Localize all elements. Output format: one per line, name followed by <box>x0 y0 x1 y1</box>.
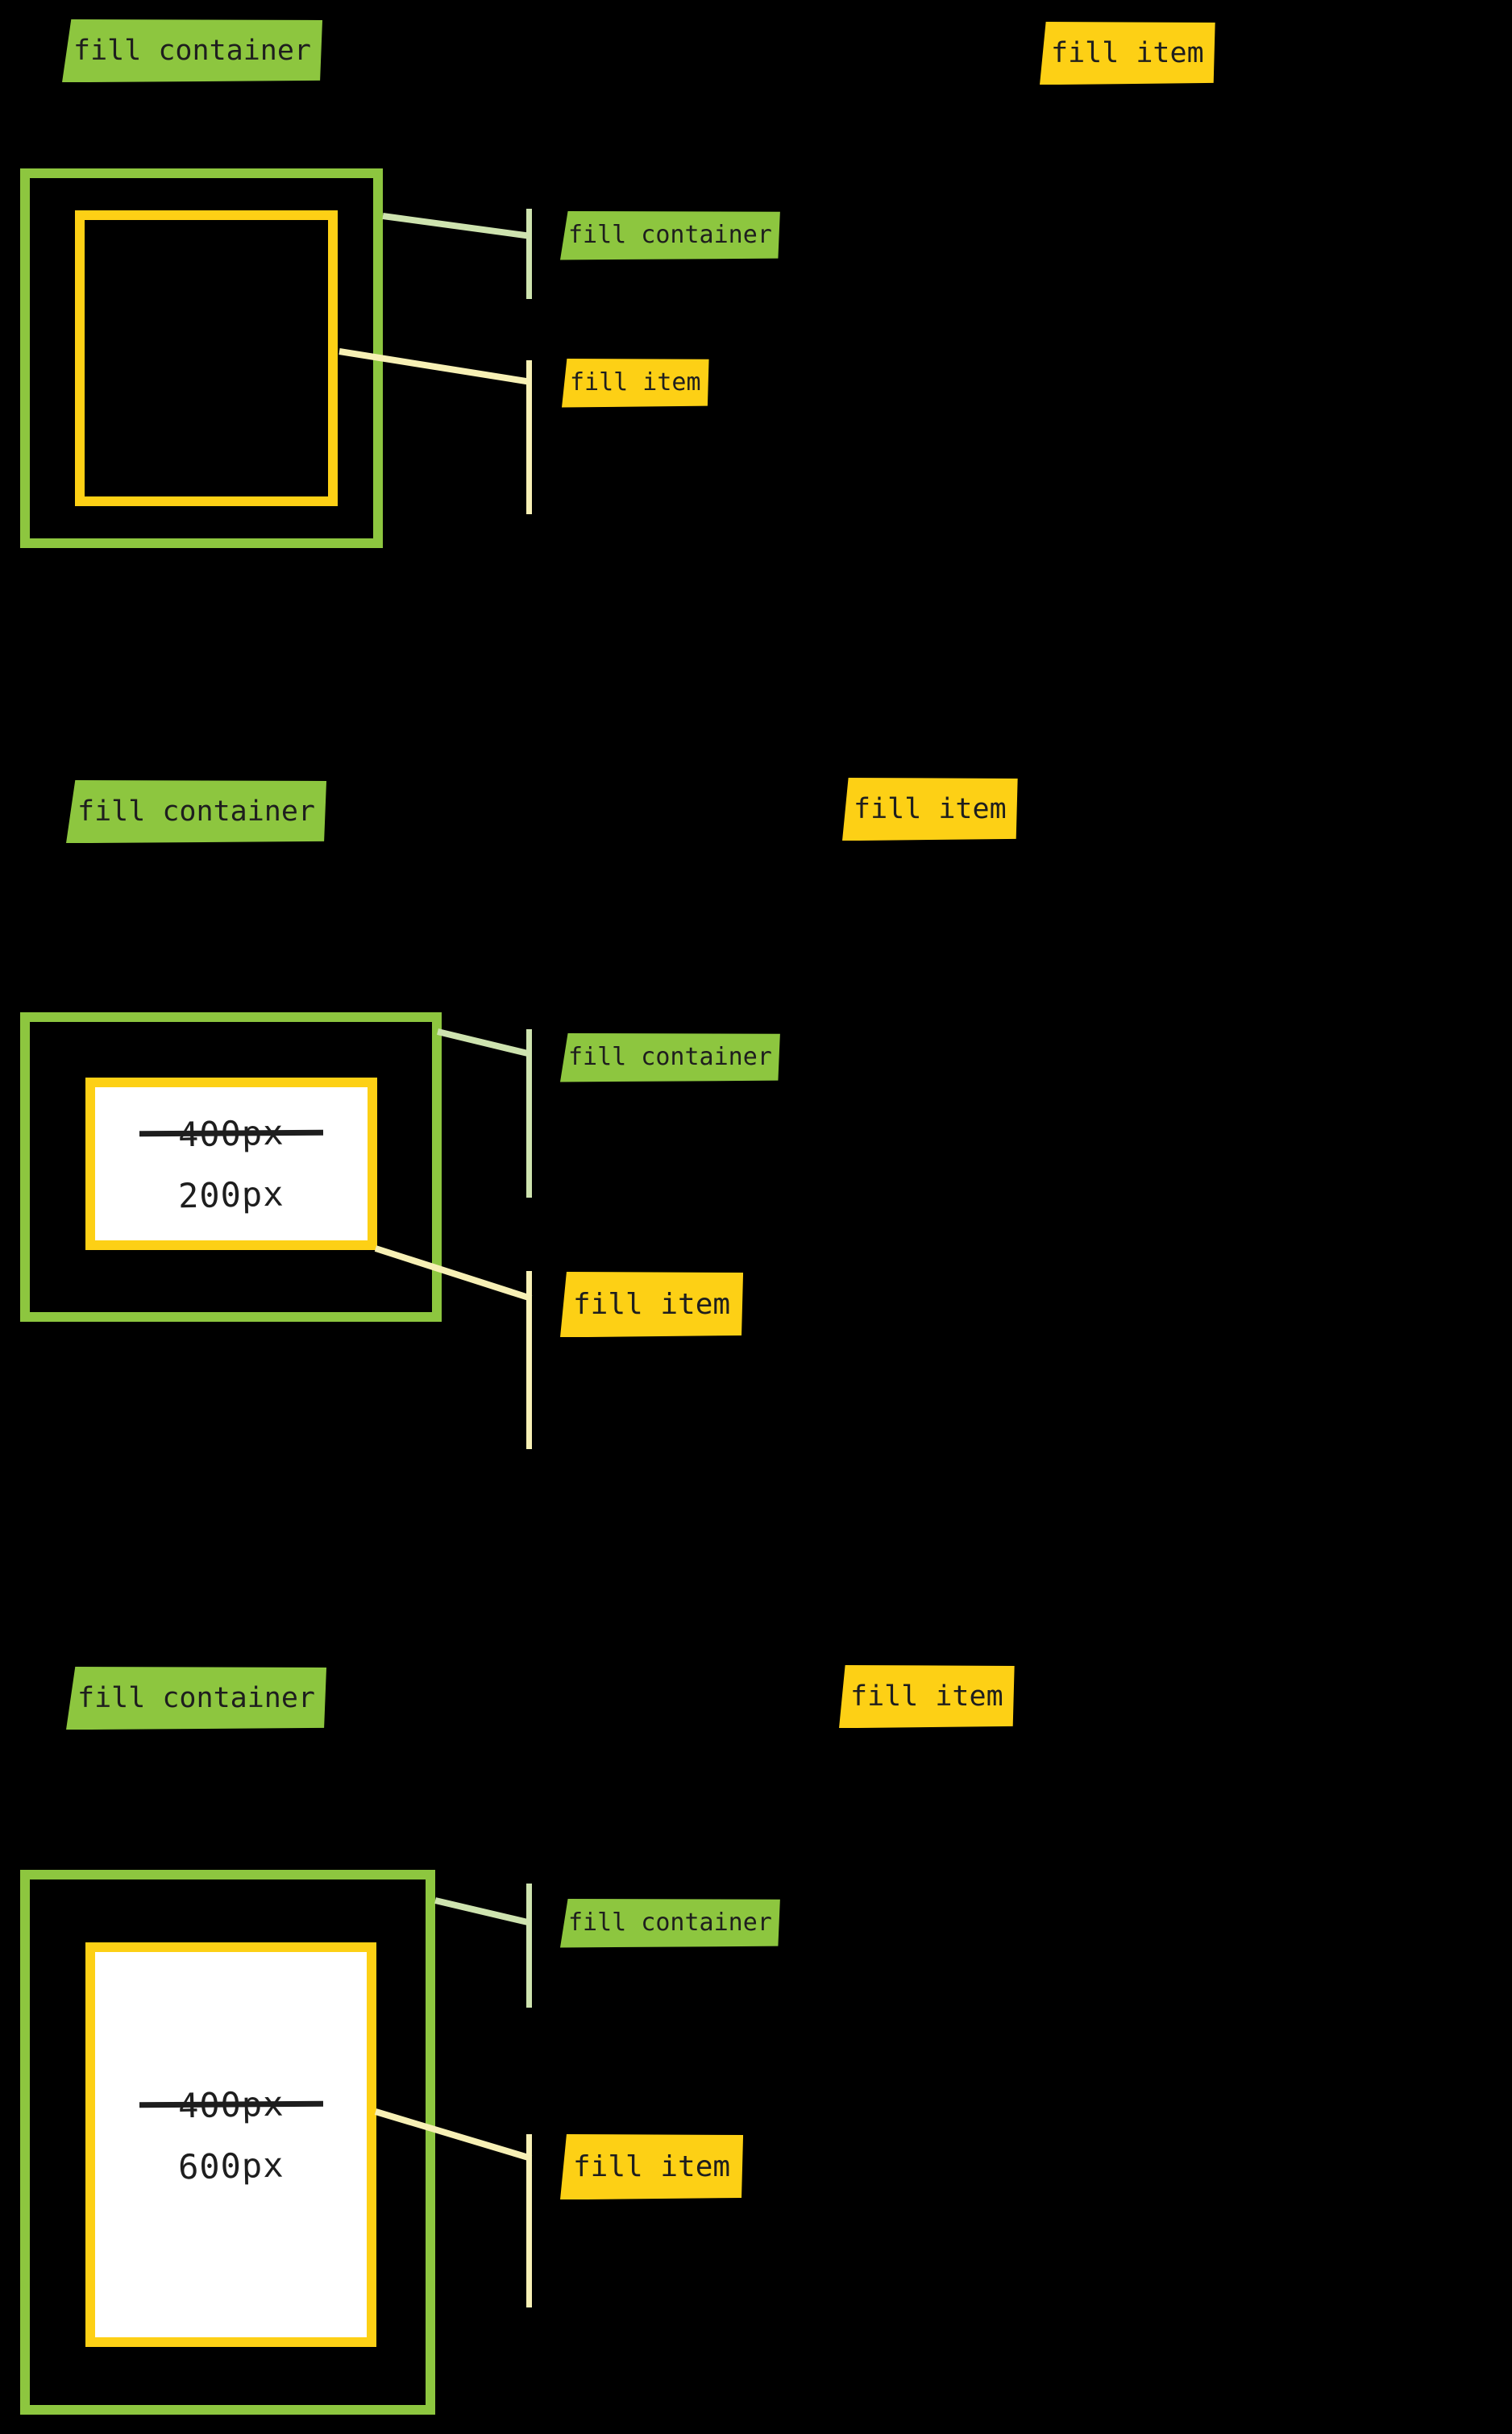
section3-item-new-size-text: 600px <box>177 2145 285 2187</box>
section2-item-old-size: 400px <box>139 1103 324 1164</box>
section2-item-box: 400px 200px <box>85 1078 377 1250</box>
section3-item-box: 400px 600px <box>85 1942 376 2347</box>
section3-callout-item-label: fill item <box>560 2134 744 2200</box>
section2-header-container-label: fill container <box>66 780 327 844</box>
section3-item-new-size: 600px <box>177 2135 285 2196</box>
section1-container-leader-diagonal <box>382 213 532 239</box>
section3-item-size-annotation: 400px 600px <box>95 1942 367 2328</box>
section1-callout-container-label: fill container <box>560 211 780 260</box>
section2-container-leader-diagonal <box>437 1028 532 1057</box>
section1-header-item-label: fill item <box>1040 22 1215 85</box>
section1-item-box <box>75 210 338 506</box>
section2-header-item-label: fill item <box>842 778 1018 841</box>
section2-item-new-size-text: 200px <box>177 1173 285 1215</box>
section3-item-old-size: 400px <box>139 2074 323 2135</box>
section1-container-box <box>20 168 383 548</box>
section3-strike-line <box>139 2100 323 2108</box>
section3-header-container-label: fill container <box>66 1667 327 1730</box>
section2-item-size-annotation: 400px 200px <box>95 1087 368 1240</box>
section2-item-new-size: 200px <box>177 1164 285 1225</box>
section3-container-box: 400px 600px <box>20 1870 435 2415</box>
section3-callout-container-label: fill container <box>560 1899 780 1948</box>
section2-callout-item-label: fill item <box>560 1272 744 1338</box>
section1-callout-item-label: fill item <box>562 359 709 408</box>
section3-header-item-label: fill item <box>839 1665 1015 1729</box>
section2-strike-line <box>139 1129 324 1137</box>
section3-container-leader-diagonal <box>434 1897 532 1926</box>
section1-header-container-label: fill container <box>62 19 323 83</box>
section2-container-box: 400px 200px <box>20 1012 442 1322</box>
section2-callout-container-label: fill container <box>560 1033 780 1082</box>
